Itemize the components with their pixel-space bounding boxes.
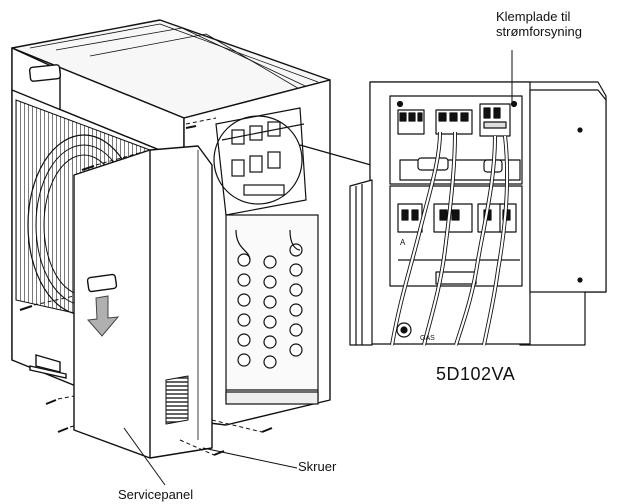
control-box [215,107,307,216]
phase-marking: A [400,238,406,247]
screw-icon [57,425,75,433]
screws-label: Skruer [298,459,337,474]
power-terminal-label: Klemplade til strømforsyning [496,9,582,39]
model-label: 5D102VA [436,364,516,384]
power-terminal-label-line2: strømforsyning [496,24,582,39]
unit-base-feet [29,354,67,379]
service-panel [73,145,213,459]
screw-icon [45,395,75,405]
down-arrow-icon [86,295,120,337]
service-panel-label: Servicepanel [118,487,194,502]
screw-icon [81,149,151,171]
detail-inset [349,81,607,346]
gas-marking: GAS [420,335,435,342]
screw-icon [19,295,75,311]
label-leader-lines [123,50,513,486]
internal-piping [225,214,319,405]
zoom-callout [213,115,379,205]
power-terminal-label-line1: Klemplade til [496,9,571,24]
screw-icon [211,419,273,433]
